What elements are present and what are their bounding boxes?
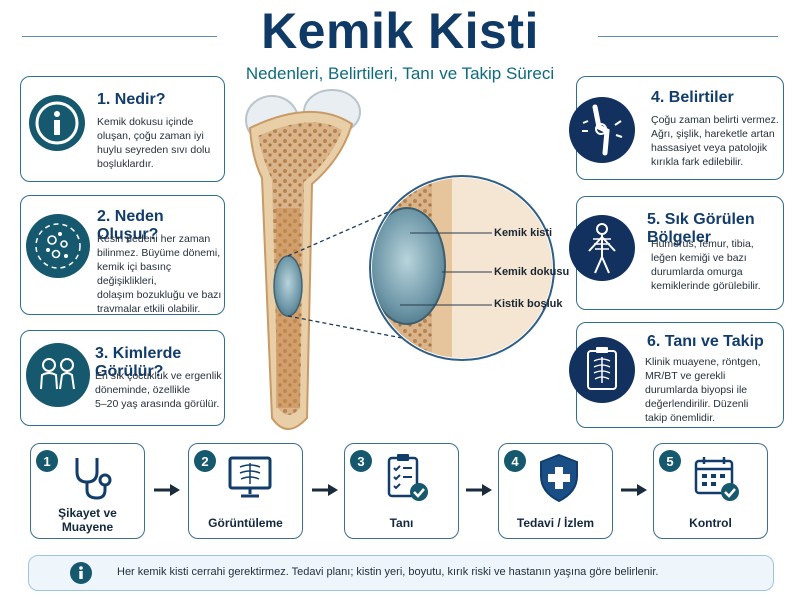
step-label: Tedavi / İzlem [516,516,595,530]
header-left-rule [22,36,217,37]
page-subtitle: Nedenleri, Belirtileri, Tanı ve Takip Sü… [245,64,555,83]
card-title: 3. Kimlerde Görülür? [95,345,182,380]
step-number: 4 [504,450,526,472]
step-number: 3 [350,450,372,472]
label-cystic-cavity: Kistik boşluk [494,298,563,310]
card-who: 3. Kimlerde Görülür? En sık çocukluk ve … [20,330,225,426]
skeleton-icon [569,215,635,281]
step-label: Görüntüleme [208,516,283,530]
card-text-line: kemiklerinde görülebilir. [651,280,761,292]
card-symptoms: 4. Belirtiler Çoğu zaman belirti vermez.… [569,76,784,180]
step-followup: 5 Kontrol [653,443,768,539]
card-what-is: 1. Nedir? Kemik dokusu içinde oluşan, ço… [20,76,225,182]
card-text-line: hassasiyet veya patolojik [651,142,768,154]
xray-monitor-icon [228,456,272,498]
footer-note-text: Her kemik kisti cerrahi gerektirmez. Ted… [117,566,659,578]
stethoscope-icon [75,458,112,500]
footer-note: Her kemik kisti cerrahi gerektirmez. Ted… [28,555,774,591]
card-text-line: kırıkla fark edilebilir. [651,156,744,168]
card-text-line: Humerus, femur, tibia, [651,238,754,250]
label-leader-lines [400,232,492,306]
card-common-sites: 5. Sık Görülen Bölgeler Humerus, femur, … [569,196,784,310]
label-bone-cyst: Kemik kisti [494,227,553,239]
arrow-right-icon [621,484,647,496]
card-text-line: bilinmez. Büyüme dönemi, [97,247,221,259]
step-label: Kontrol [689,516,732,530]
label-bone-tissue: Kemik dokusu [494,266,570,278]
arrow-right-icon [312,484,338,496]
card-text-line: Klinik muayene, röntgen, [645,356,761,368]
card-text-line: En sık çocukluk ve ergenlik [95,370,222,382]
card-text-line: kemik içi basınç değişiklikleri, [97,261,172,287]
card-text-line: Çoğu zaman belirti vermez. [651,114,779,126]
step-diagnosis: 3 Tanı [344,443,459,539]
bone-illustration [245,89,555,430]
card-text-line: dolaşım bozukluğu ve bazı [97,289,222,301]
card-title: 1. Nedir? [97,91,166,108]
card-text-line: 5–20 yaş arasında görülür. [95,398,220,410]
page-title: Kemik Kisti [261,3,539,59]
card-text-line: durumlarda biyopsi ile [645,384,748,396]
shield-cross-icon [540,453,578,503]
info-icon [29,95,85,151]
card-text-line: leğen kemiği ve bazı [651,252,747,264]
card-title: 4. Belirtiler [651,89,734,106]
card-text-line: durumlarda omurga [651,266,743,278]
card-text-line: boşluklardır. [97,158,154,170]
card-text-line: travmalar etkili olabilir. [97,303,201,315]
step-complaint-exam: 1 Şikayet ve Muayene [30,443,145,539]
card-text-line: oluşan, çoğu zaman iyi [97,130,204,142]
cells-icon [26,214,90,278]
card-title: 2. Neden Oluşur? [97,208,164,243]
card-text-line: Ağrı, şişlik, hareketle artan [651,128,775,140]
card-text-line: MR/BT ve gerekli [645,370,726,382]
step-label: Şikayet ve [58,506,117,520]
arrow-right-icon [154,484,180,496]
header-right-rule [598,36,778,37]
card-title: 5. Sık Görülen Bölgeler [647,211,755,246]
step-number: 5 [659,450,681,472]
step-imaging: 2 Görüntüleme [188,443,303,539]
card-text-line: huylu seyreden sıvı dolu [97,144,211,156]
card-text-line: değerlendirilir. Düzenli [645,398,749,410]
card-text-line: Kesin nedeni her zaman [97,233,211,245]
card-diagnosis: 6. Tanı ve Takip Klinik muayene, röntgen… [569,322,784,428]
xray-clipboard-icon [569,337,635,403]
card-causes: 2. Neden Oluşur? Kesin nedeni her zaman … [20,195,225,315]
card-text-line: Kemik dokusu içinde [97,116,194,128]
checklist-icon [387,454,428,501]
step-label: Tanı [389,516,414,530]
calendar-check-icon [694,457,739,501]
step-number: 2 [194,450,216,472]
card-text-line: takip önemlidir. [645,412,716,424]
card-text-line: döneminde, özellikle [95,384,191,396]
knee-pain-icon [569,97,635,163]
step-treatment: 4 Tedavi / İzlem [498,443,613,539]
info-icon [70,562,92,584]
step-number: 1 [36,450,58,472]
step-label: Muayene [61,520,114,534]
children-icon [26,343,90,407]
card-title: 6. Tanı ve Takip [647,333,764,350]
arrow-right-icon [466,484,492,496]
